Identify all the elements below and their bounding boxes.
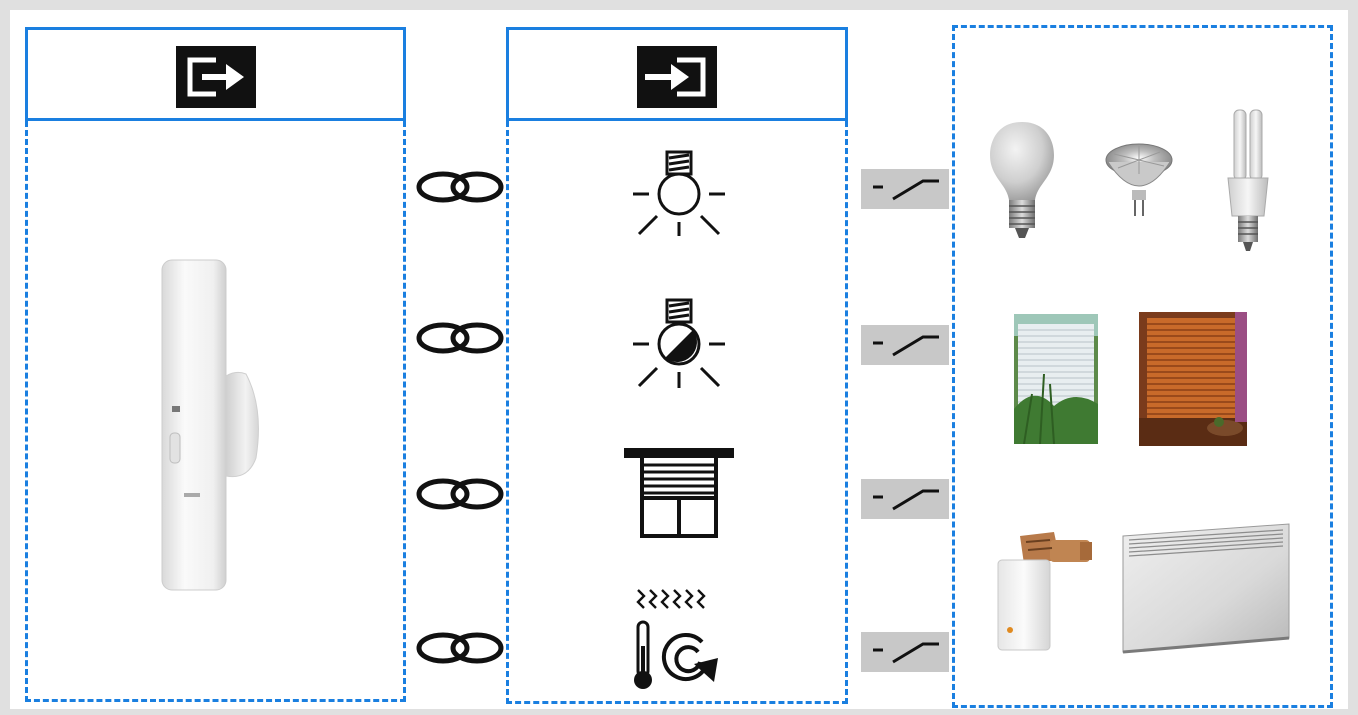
output-panel xyxy=(506,121,848,704)
switch-icon xyxy=(861,325,949,365)
output-panel-header xyxy=(506,27,848,121)
exit-arrow-icon xyxy=(176,46,256,108)
link-icon xyxy=(416,170,504,204)
compact-fluorescent-image xyxy=(1222,108,1274,254)
thermostatic-valve-image xyxy=(994,530,1094,654)
incandescent-bulb-image xyxy=(985,120,1059,240)
light-bulb-icon xyxy=(631,148,727,240)
roller-shutter-icon xyxy=(624,448,734,538)
loads-panel xyxy=(952,25,1333,708)
switch-icon xyxy=(861,632,949,672)
dimmer-light-icon xyxy=(631,296,727,392)
input-panel xyxy=(25,121,406,702)
venetian-blind-photo xyxy=(1139,312,1247,446)
roller-shutter-photo xyxy=(1014,314,1098,444)
panel-radiator-image xyxy=(1121,522,1291,654)
enter-arrow-icon xyxy=(637,46,717,108)
switch-icon xyxy=(861,479,949,519)
heating-thermostat-icon xyxy=(628,586,728,692)
link-icon xyxy=(416,321,504,355)
link-icon xyxy=(416,631,504,665)
wall-transmitter-device xyxy=(160,258,268,593)
halogen-spot-image xyxy=(1104,140,1174,220)
link-icon xyxy=(416,477,504,511)
input-panel-header xyxy=(25,27,406,121)
switch-icon xyxy=(861,169,949,209)
